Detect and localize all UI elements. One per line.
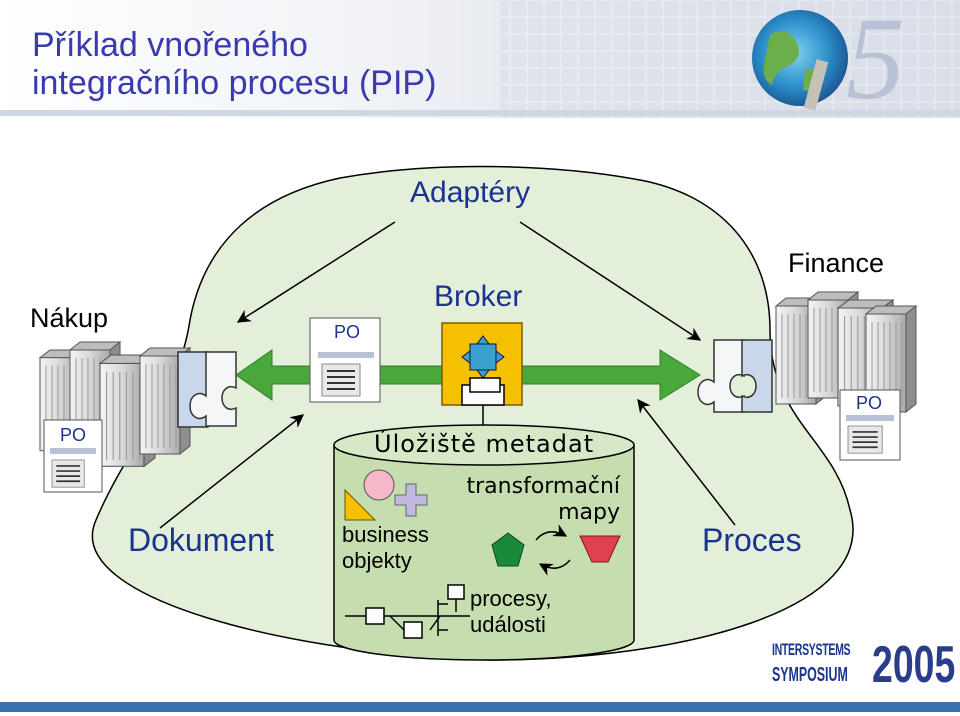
label-business-objects: business objekty — [342, 522, 429, 574]
header-banner — [0, 0, 960, 118]
adapter-arrow-left — [236, 221, 396, 323]
procesy-line-1: procesy, — [470, 586, 552, 611]
banner-digit: 5 — [846, 0, 905, 124]
document-icon — [43, 419, 103, 493]
page-title: Příklad vnořeného integračního procesu (… — [32, 26, 436, 102]
title-line-1: Příklad vnořeného — [32, 26, 308, 64]
intersystems-logo: INTERSYSTEMS SYMPOSIUM 2005 — [772, 636, 956, 698]
label-broker: Broker — [434, 280, 523, 313]
document-icon — [309, 317, 381, 403]
globe-icon — [752, 10, 848, 111]
transform-line-2: mapy — [558, 500, 620, 525]
document-icon — [839, 389, 901, 461]
procesy-line-2: události — [470, 612, 546, 637]
po-label-center: PO — [334, 322, 361, 342]
logo-brand-line-2: SYMPOSIUM — [772, 664, 848, 686]
transform-line-1: transformační — [466, 474, 620, 499]
po-label-right: PO — [856, 393, 883, 413]
business-line-2: objekty — [342, 548, 412, 573]
puzzle-piece-icon — [697, 339, 773, 413]
label-repository: Úložiště metadat — [374, 430, 595, 458]
transformation-map-shapes — [491, 524, 621, 576]
footer-bar — [0, 702, 960, 712]
process-flow-shapes — [345, 584, 470, 639]
label-dokument: Dokument — [128, 522, 274, 558]
broker-cross-icon — [461, 335, 505, 428]
adapter-arrow-right — [519, 221, 702, 341]
logo-year: 2005 — [872, 636, 956, 694]
label-processes-events: procesy, události — [470, 586, 552, 638]
label-transformation-maps: transformační mapy — [458, 474, 620, 526]
label-finance: Finance — [788, 248, 885, 278]
puzzle-piece-icon — [177, 351, 237, 428]
label-proces: Proces — [702, 522, 802, 558]
process-arrow — [637, 398, 736, 526]
document-arrow — [159, 414, 305, 529]
logo-brand-line-1: INTERSYSTEMS — [772, 640, 851, 659]
label-nakup: Nákup — [30, 303, 109, 333]
po-label-left: PO — [60, 425, 87, 445]
business-object-shapes — [344, 469, 428, 521]
business-line-1: business — [342, 522, 429, 547]
title-line-2: integračního procesu (PIP) — [32, 64, 437, 102]
label-adaptery: Adaptéry — [410, 176, 531, 209]
